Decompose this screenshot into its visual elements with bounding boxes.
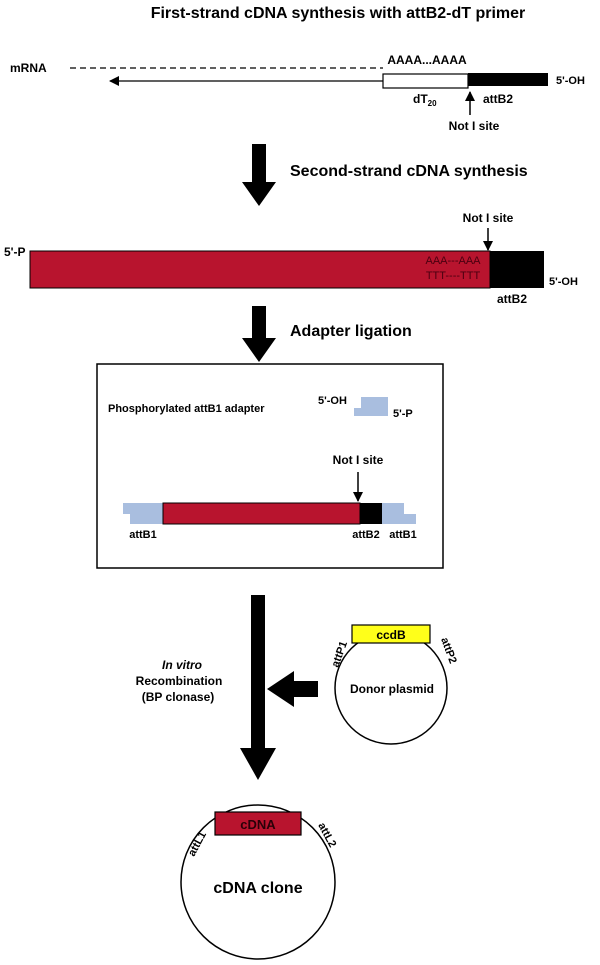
adapter-ligation-box bbox=[96, 363, 444, 569]
recombination-label: Recombination bbox=[136, 674, 223, 688]
attb2-box-step3 bbox=[360, 503, 382, 524]
big-arrow-2 bbox=[242, 306, 276, 362]
adapter-top-strand bbox=[361, 397, 388, 408]
attb2-label-step3: attB2 bbox=[352, 529, 380, 541]
attb2-label-step1: attB2 bbox=[483, 92, 513, 106]
ccdb-box bbox=[351, 624, 431, 644]
ttt-label: TTT----TTT bbox=[426, 270, 481, 282]
ds-cdna-bar bbox=[29, 250, 491, 289]
big-arrow-1 bbox=[242, 144, 276, 206]
mrna-label: mRNA bbox=[10, 61, 47, 75]
polya-tail: AAAA...AAAA bbox=[387, 53, 467, 67]
p5-label-step2: 5'-P bbox=[4, 245, 26, 259]
p5-label-step3: 5'-P bbox=[393, 408, 413, 420]
oh5-label-step2: 5'-OH bbox=[549, 276, 578, 288]
in-vitro-label: In vitro bbox=[162, 658, 202, 672]
dt20-box bbox=[382, 73, 469, 89]
left-adapter-bottom bbox=[130, 514, 163, 524]
attb1-right-label: attB1 bbox=[389, 529, 417, 541]
adapter-label: Phosphorylated attB1 adapter bbox=[108, 403, 265, 415]
oh5-label-step1: 5'-OH bbox=[556, 75, 585, 87]
ccdb-label: ccdB bbox=[376, 628, 406, 642]
cdna-clone-circle bbox=[180, 804, 336, 960]
attb1-left-label: attB1 bbox=[129, 529, 157, 541]
noti-label-step1: Not I site bbox=[449, 119, 500, 133]
attb2-label-step2: attB2 bbox=[497, 292, 527, 306]
right-adapter-bottom bbox=[382, 514, 416, 524]
cdna-box bbox=[214, 811, 302, 836]
step2-title: Second-strand cDNA synthesis bbox=[290, 163, 528, 180]
step1-title: First-strand cDNA synthesis with attB2-d… bbox=[151, 5, 526, 22]
step3-title: Adapter ligation bbox=[290, 323, 412, 340]
oh5-label-step3: 5'-OH bbox=[318, 395, 347, 407]
cdna-box-label: cDNA bbox=[240, 817, 276, 832]
right-adapter-top bbox=[382, 503, 404, 514]
aaa-label: AAA---AAA bbox=[425, 255, 481, 267]
attb2-box-step2 bbox=[490, 251, 544, 288]
cdna-clone-label: cDNA clone bbox=[213, 880, 302, 897]
dt20-label: dT20 bbox=[413, 92, 437, 108]
noti-label-step3: Not I site bbox=[333, 453, 384, 467]
donor-arrow bbox=[267, 671, 318, 707]
bp-clonase-label: (BP clonase) bbox=[142, 690, 214, 704]
big-arrow-3 bbox=[240, 595, 276, 780]
noti-label-step2: Not I site bbox=[463, 211, 514, 225]
attp2-label: attP2 bbox=[438, 636, 458, 665]
left-adapter-top bbox=[123, 503, 163, 514]
attb2-box-step1 bbox=[468, 73, 548, 86]
ligated-cdna-bar bbox=[162, 502, 361, 525]
donor-plasmid-label: Donor plasmid bbox=[350, 682, 434, 696]
adapter-bottom-strand bbox=[354, 408, 388, 416]
